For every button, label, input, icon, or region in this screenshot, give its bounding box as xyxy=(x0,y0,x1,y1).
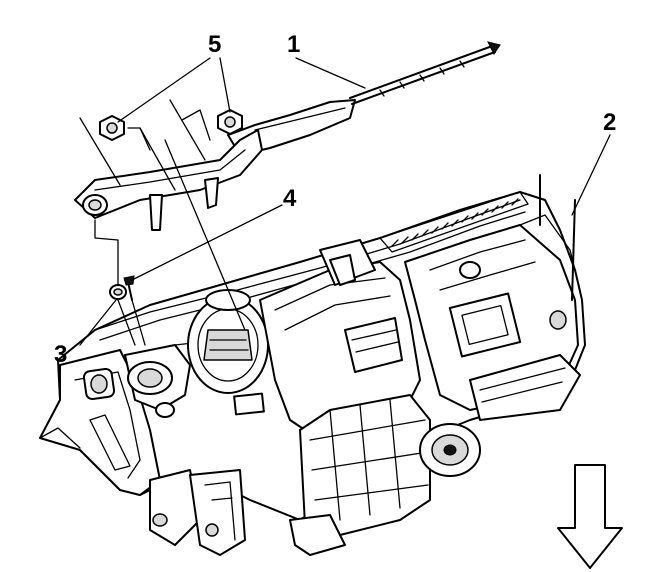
callout-3: 3 xyxy=(54,341,67,368)
leader-line-2 xyxy=(571,134,611,216)
lower-support-brackets xyxy=(149,469,346,556)
callout-1: 1 xyxy=(287,31,300,58)
cluster-area xyxy=(124,339,236,418)
center-round-outlet xyxy=(187,289,269,416)
hvac-module xyxy=(259,239,481,536)
defrost-vent-hatching xyxy=(391,198,519,247)
leader-line-5b xyxy=(219,57,231,113)
leader-lines xyxy=(79,57,611,346)
leader-line-1 xyxy=(295,57,366,89)
upper-bracket-item-5 xyxy=(74,99,263,231)
explode-line-center xyxy=(164,139,246,331)
callout-4: 4 xyxy=(283,185,297,212)
fastener-item-3 xyxy=(94,219,136,346)
callout-5: 5 xyxy=(208,31,221,58)
defroster-duct-item-1 xyxy=(227,41,501,156)
right-side-structure xyxy=(404,174,581,421)
bolt-right xyxy=(217,109,243,135)
leader-line-5a xyxy=(117,57,211,123)
screw-item-4 xyxy=(123,275,146,346)
forward-arrow-icon xyxy=(557,464,623,569)
leader-line-3 xyxy=(79,299,117,346)
leader-line-4 xyxy=(131,204,283,281)
callout-2: 2 xyxy=(603,109,616,136)
